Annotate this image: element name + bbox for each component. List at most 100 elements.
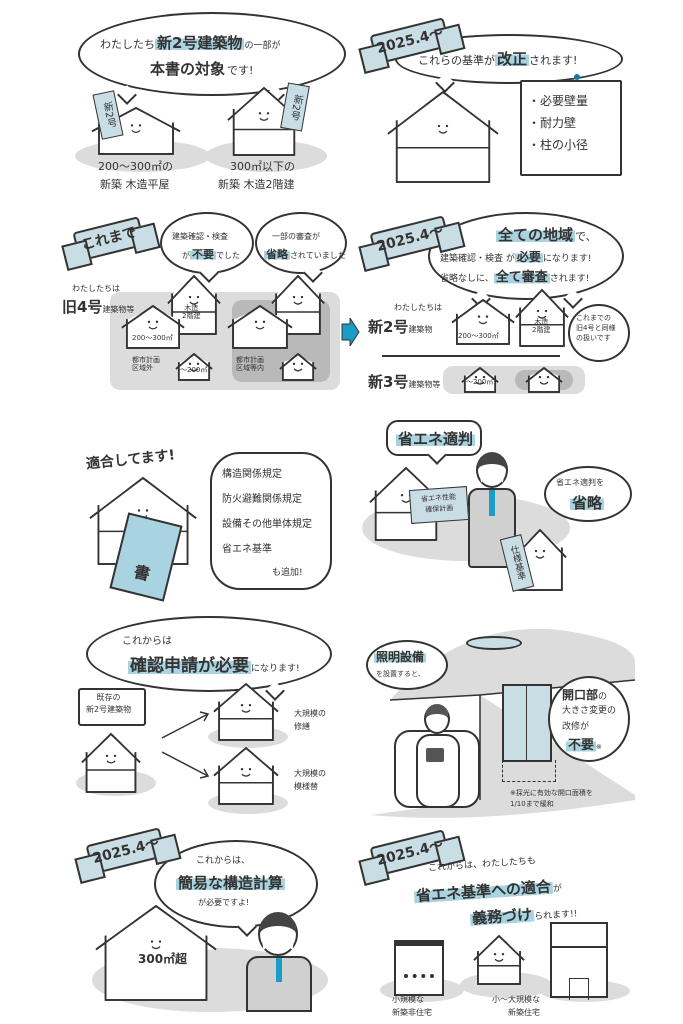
tie-icon (276, 958, 282, 982)
bubble-line: 大きさ変更の (562, 706, 617, 716)
bubble-line: 一部の審査が (272, 232, 320, 241)
bubble-line: わたしたち新2号建築物の一部が (100, 34, 281, 52)
house (451, 298, 515, 345)
speech-bubble (366, 640, 448, 690)
document-book-title: 書 (131, 561, 153, 585)
list-item: 省エネ基準 (222, 544, 272, 555)
caption: 200～300㎡の (98, 160, 173, 173)
speech-bubble (86, 616, 332, 692)
bubble-line: 建築確認・検査 が必要になります! (440, 250, 592, 264)
bubble-line: 全ての地域で、 (496, 226, 597, 244)
house-existing (81, 732, 141, 793)
date-ribbon: 2025.4～ (85, 827, 167, 875)
caption: 小～大規模な 新築住宅 (492, 995, 540, 1017)
repair-label: 大規模の 修繕 (294, 709, 326, 731)
bubble-line: これからは (122, 636, 172, 647)
size-label: 木造 2階建 (182, 304, 201, 321)
area-label: 都市計画 区域等内 (236, 356, 264, 373)
regulation-list: 構造関係規定 防火避難関係規定 設備その他単体規定 省エネ基準 (222, 462, 312, 562)
bubble-line: 省エネ適判を (556, 478, 604, 487)
label-box (78, 688, 146, 726)
bubble-line: 省エネ適判 (396, 430, 476, 448)
house-two-story (227, 86, 301, 156)
window-enlarged-outline (502, 760, 556, 782)
bubble-line: これらの基準が改正されます! (418, 50, 578, 68)
person-reading (408, 700, 466, 812)
house (515, 288, 569, 347)
bubble-line: 省略 (570, 494, 605, 512)
shout-text: 適合してます! (85, 447, 176, 473)
house-label: 300㎡超 (138, 952, 188, 967)
shop-building (394, 940, 444, 996)
bubble-line: が必要ですよ! (198, 898, 250, 907)
remodel-label: 大規模の 模様替 (294, 769, 326, 791)
bubble-line: 改修が (562, 722, 590, 732)
notice-paper (520, 80, 622, 176)
book-icon (426, 748, 444, 762)
label: 新2号建築物 (368, 318, 433, 336)
window (502, 684, 552, 762)
caption: 新築 木造2階建 (218, 178, 295, 191)
house-character (473, 934, 525, 985)
arrow-icon (161, 711, 210, 779)
bubble-line: 照明設備 (374, 650, 427, 664)
list-item: ・必要壁量 (528, 94, 589, 108)
bubble-line: を設置すると、 (376, 670, 425, 678)
bubble-note: これまでの 旧4号と同様 の扱いです (576, 314, 616, 342)
house (227, 304, 293, 349)
building-door (569, 978, 589, 1000)
person-body (416, 734, 460, 808)
house (121, 304, 185, 349)
arrow-right-icon (341, 318, 360, 346)
person-official (462, 452, 522, 572)
existing-label: 既存の 新2号建築物 (86, 693, 132, 714)
speech-bubble (568, 304, 630, 362)
label: 旧4号建築物等 (62, 298, 135, 316)
added-note: も追加! (272, 568, 303, 578)
divider-line (382, 355, 560, 357)
area-label: 都市計画 区域外 (132, 356, 160, 373)
bubble-line: 不要※ (566, 738, 602, 753)
bubble-line: 本書の対象です! (150, 60, 254, 78)
office-building (550, 922, 608, 1000)
person-head (424, 704, 450, 734)
bubble-line: 建築確認・検査 (172, 232, 228, 241)
size-label: ～200㎡ (466, 378, 494, 386)
caption: 小規模な 新築非住宅 (392, 995, 432, 1017)
pin-icon (574, 74, 580, 80)
text-line: 省エネ基準への適合が (413, 877, 563, 906)
speech-bubble (78, 12, 346, 96)
bubble-line: これからは、 (196, 856, 251, 866)
list-item: 設備その他単体規定 (222, 519, 312, 530)
label: 新3号建築物等 (368, 373, 441, 391)
footnote: ※採光に有効な開口面積を 1/10まで緩和 (510, 789, 593, 808)
person-body (246, 956, 312, 1012)
shop-awning (404, 968, 434, 978)
tie-icon (489, 490, 495, 516)
revised-standards-list: ・必要壁量 ・耐力壁 ・柱の小径 (528, 90, 588, 156)
window-frame (526, 686, 527, 760)
bubble-line: 確認申請が必要になります! (128, 656, 300, 676)
size-label: 200～300㎡ (458, 332, 499, 340)
bubble-line: 開口部の (562, 688, 608, 702)
size-label: 木造 2階建 (532, 318, 551, 335)
list-item: ・柱の小径 (528, 138, 589, 152)
house-remodeled (213, 746, 279, 805)
bubble-line: 省略なしに、全て審査されます! (440, 270, 590, 285)
bubble-line: 簡易な構造計算 (176, 874, 286, 892)
house (175, 352, 213, 381)
list-item: 構造関係規定 (222, 469, 282, 480)
house (525, 366, 563, 393)
caption: 300㎡以下の (230, 160, 295, 173)
person-head (476, 452, 508, 488)
person-head (258, 912, 298, 956)
speech-bubble (255, 212, 347, 274)
speech-bubble (544, 466, 632, 522)
building-floor-line (552, 946, 606, 948)
bubble-line: が不要でした (182, 248, 240, 261)
person-official (232, 912, 312, 1012)
list-item: ・耐力壁 (528, 116, 577, 130)
house (461, 366, 499, 393)
house-character (387, 90, 499, 183)
bubble-line: 省略されていました (264, 248, 346, 261)
